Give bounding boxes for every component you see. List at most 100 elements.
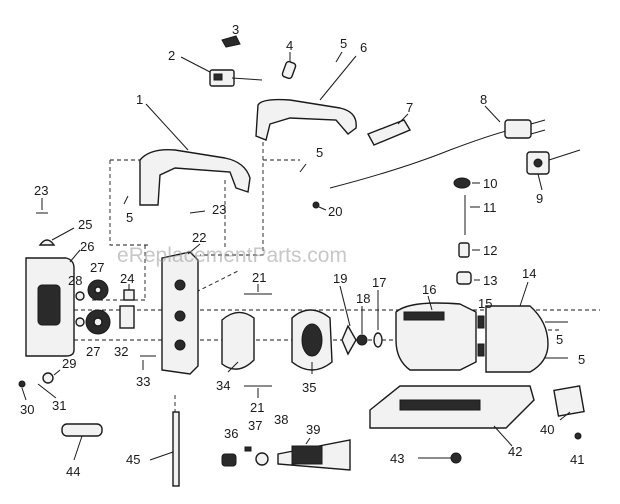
label-13: 13 (483, 273, 497, 288)
label-23b: 23 (212, 202, 226, 217)
part-20-screw (312, 201, 327, 211)
label-1: 1 (136, 92, 143, 107)
part-1-handle-left (139, 103, 251, 206)
part-45-blade (149, 411, 180, 487)
label-33: 33 (136, 374, 150, 389)
part-14-end-cap (485, 281, 549, 373)
label-27a: 27 (90, 260, 104, 275)
part-39-armature (277, 437, 351, 471)
label-31: 31 (52, 398, 66, 413)
part-34-gasket (221, 311, 255, 373)
label-18: 18 (356, 291, 370, 306)
label-12: 12 (483, 243, 497, 258)
label-41: 41 (570, 452, 584, 467)
label-43: 43 (390, 451, 404, 466)
callout-labels: 1 2 3 4 5 6 7 8 9 10 11 12 13 14 15 16 1… (20, 22, 585, 479)
label-2: 2 (168, 48, 175, 63)
part-30-screw (18, 380, 27, 401)
part-3-switch-trigger (221, 35, 241, 48)
label-20: 20 (328, 204, 342, 219)
part-18-bearing (356, 306, 368, 346)
label-5d: 5 (556, 332, 563, 347)
part-26-gear-cover (25, 249, 81, 357)
watermark-text: eReplacementParts.com (117, 244, 347, 267)
part-12-plunger (458, 242, 480, 258)
part-41-rivet (574, 432, 582, 440)
label-6: 6 (360, 40, 367, 55)
label-11: 11 (483, 200, 497, 215)
label-10: 10 (483, 176, 497, 191)
part-28-washers (75, 291, 85, 327)
label-23a: 23 (34, 183, 48, 198)
part-15-brush (477, 315, 485, 357)
label-25: 25 (78, 217, 92, 232)
label-28: 28 (68, 273, 82, 288)
label-35: 35 (302, 380, 316, 395)
label-38: 38 (274, 412, 288, 427)
part-38-washer (255, 452, 269, 466)
part-7-cord-protector (367, 113, 412, 146)
part-6-handle-right (255, 55, 357, 141)
part-17-washer (373, 290, 383, 348)
label-39: 39 (306, 422, 320, 437)
label-26: 26 (80, 239, 94, 254)
label-21a: 21 (252, 270, 266, 285)
label-27b: 27 (86, 344, 100, 359)
label-4: 4 (286, 38, 293, 53)
label-44: 44 (66, 464, 80, 479)
part-29-nut (42, 369, 61, 384)
part-2-switch (180, 56, 263, 87)
part-16-motor-housing (395, 295, 477, 371)
label-17: 17 (372, 275, 386, 290)
label-40: 40 (540, 422, 554, 437)
label-5c: 5 (316, 145, 323, 160)
label-5e: 5 (578, 352, 585, 367)
part-32-block (119, 305, 135, 329)
part-4-sleeve (281, 52, 297, 80)
label-45: 45 (126, 452, 140, 467)
part-43-screw (418, 452, 462, 464)
part-36-bearing (221, 453, 237, 467)
label-29: 29 (62, 356, 76, 371)
part-40-label-plate (553, 385, 585, 421)
part-33-screw (140, 355, 156, 370)
label-15: 15 (478, 296, 492, 311)
label-42: 42 (508, 444, 522, 459)
label-16: 16 (422, 282, 436, 297)
label-9: 9 (536, 191, 543, 206)
label-21b: 21 (250, 400, 264, 415)
label-32: 32 (114, 344, 128, 359)
part-9-terminal (526, 149, 581, 191)
label-34: 34 (216, 378, 230, 393)
part-13-bushing (456, 271, 480, 285)
part-22-gear-housing (161, 243, 201, 375)
label-7: 7 (406, 100, 413, 115)
label-5a: 5 (340, 36, 347, 51)
part-5-screws (123, 51, 568, 359)
part-19-fan (339, 285, 357, 356)
label-8: 8 (480, 92, 487, 107)
label-5b: 5 (126, 210, 133, 225)
part-23-screws (36, 198, 206, 214)
part-27-gears (85, 279, 111, 335)
part-31-screw (37, 383, 57, 399)
label-22: 22 (192, 230, 206, 245)
part-25-cap (38, 227, 75, 246)
part-44-pin (61, 423, 103, 461)
part-10-cap (453, 177, 480, 189)
part-42-shoe (369, 385, 535, 447)
part-24-pin (123, 284, 135, 301)
label-24: 24 (120, 271, 134, 286)
label-37: 37 (248, 418, 262, 433)
part-37-key (244, 446, 252, 452)
label-30: 30 (20, 402, 34, 417)
label-19: 19 (333, 271, 347, 286)
part-35-field (291, 309, 333, 374)
label-36: 36 (224, 426, 238, 441)
part-21-screws (244, 284, 272, 398)
label-14: 14 (522, 266, 536, 281)
part-8-cord-plug (329, 105, 546, 189)
part-11-spring (464, 195, 480, 235)
label-3: 3 (232, 22, 239, 37)
